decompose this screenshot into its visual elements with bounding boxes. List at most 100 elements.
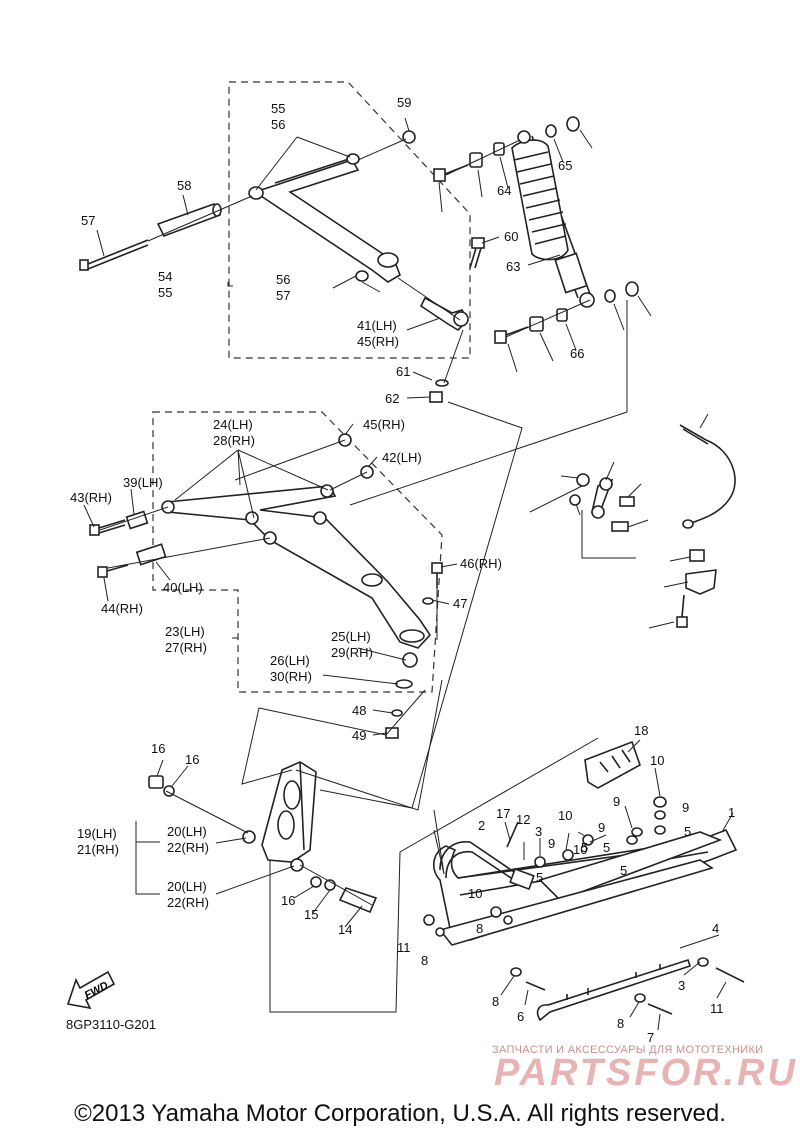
callout-37b: 48 <box>352 703 366 718</box>
callout-42: 56 <box>276 272 290 287</box>
callout-5e: 5 <box>620 863 627 878</box>
callout-labels: 55 56 59 58 57 54 55 56 57 41(LH) 45(RH)… <box>70 95 735 1045</box>
callout-32: 43(RH) <box>70 490 112 505</box>
callout-10c: 10 <box>468 886 482 901</box>
callout-9e: 10 <box>573 842 587 857</box>
callout-7: 7 <box>647 1030 654 1045</box>
nut-52 <box>429 391 443 403</box>
callout-22a: 22(RH) <box>167 840 209 855</box>
callout-51: 61 <box>396 364 410 379</box>
upper-arm-group-box <box>228 81 471 359</box>
callout-3b: 3 <box>678 978 685 993</box>
callout-20b: 20(LH) <box>167 879 207 894</box>
bushing-20b <box>290 858 304 872</box>
callout-10a: 10 <box>650 753 664 768</box>
callout-34: 44(RH) <box>101 601 143 616</box>
wear-plate-18 <box>584 740 641 789</box>
lower-bolt-34 <box>97 543 167 578</box>
callout-49: 59 <box>397 95 411 110</box>
callout-8d: 8 <box>617 1016 624 1031</box>
callout-6: 6 <box>517 1009 524 1024</box>
ski-handle <box>439 841 535 891</box>
washer-51 <box>435 379 449 387</box>
callout-43: 55 <box>158 285 172 300</box>
bolt-50 <box>469 237 485 269</box>
callout-13: 14 <box>338 922 352 937</box>
callout-40: 55 <box>271 101 285 116</box>
lower-arm-group-box <box>152 411 443 693</box>
callout-53: 63 <box>506 259 520 274</box>
callout-20a: 20(LH) <box>167 824 207 839</box>
callout-35a: 45(RH) <box>363 417 405 432</box>
callout-17: 17 <box>496 806 510 821</box>
callout-5b: 5 <box>581 840 588 855</box>
callout-5c: 5 <box>603 840 610 855</box>
callout-54c: 66 <box>570 346 584 361</box>
watermark-tagline: ЗАПЧАСТИ И АКСЕССУАРЫ ДЛЯ МОТОТЕХНИКИ <box>492 1044 764 1056</box>
callout-37a: 47 <box>453 596 467 611</box>
callout-9d: 9 <box>548 836 555 851</box>
upper-arm-bolt <box>79 239 149 271</box>
callout-44: 56 <box>271 117 285 132</box>
washer-37b <box>391 709 403 717</box>
callout-48: 58 <box>177 178 191 193</box>
callout-8a: 8 <box>476 921 483 936</box>
bolt-13 <box>338 887 378 914</box>
upper-arm <box>248 153 401 283</box>
callout-5d: 5 <box>536 870 543 885</box>
nut-42 <box>355 270 369 282</box>
callout-24: 24(LH) <box>213 417 253 432</box>
callout-19: 19(LH) <box>77 826 117 841</box>
callout-33: 40(LH) <box>163 580 203 595</box>
leader-lines <box>83 117 734 1031</box>
callout-8b: 8 <box>421 953 428 968</box>
fwd-arrow-icon: FWD <box>66 970 116 1010</box>
fwd-label: FWD <box>83 980 111 1002</box>
copyright-notice: ©2013 Yamaha Motor Corporation, U.S.A. A… <box>74 1100 726 1127</box>
shock-upper-hardware <box>433 116 580 182</box>
callout-22b: 22(RH) <box>167 895 209 910</box>
callout-14: 15 <box>304 907 318 922</box>
ball-joint-upper <box>419 296 470 332</box>
callout-25: 25(LH) <box>331 629 371 644</box>
callout-54a: 64 <box>497 183 511 198</box>
callout-8c: 8 <box>492 994 499 1009</box>
callout-38: 49 <box>352 728 366 743</box>
bushing-15 <box>148 775 164 789</box>
callout-18: 18 <box>634 723 648 738</box>
callout-29: 29(RH) <box>331 645 373 660</box>
callout-27: 27(RH) <box>165 640 207 655</box>
callout-1: 1 <box>728 805 735 820</box>
callout-41: 41(LH) <box>357 318 397 333</box>
callout-16a: 16 <box>185 752 199 767</box>
washer-16b <box>310 876 322 888</box>
assembly-guide-lines <box>99 138 636 1013</box>
callout-54b: 65 <box>558 158 572 173</box>
callout-35b: 42(LH) <box>382 450 422 465</box>
upper-arm-collar <box>156 203 222 238</box>
callout-5a: 5 <box>684 824 691 839</box>
callout-31: 39(LH) <box>123 475 163 490</box>
callout-28: 28(RH) <box>213 433 255 448</box>
callout-12: 12 <box>516 812 530 827</box>
callout-30: 30(RH) <box>270 669 312 684</box>
callout-16b: 16 <box>281 893 295 908</box>
callout-52: 62 <box>385 391 399 406</box>
callout-47: 57 <box>81 213 95 228</box>
callout-11: 11 <box>710 1001 724 1016</box>
skag-runner <box>536 958 692 1022</box>
bushing-20a <box>242 830 256 844</box>
callout-2: 2 <box>478 818 485 833</box>
washer-37a <box>422 597 434 605</box>
callout-4: 4 <box>712 921 719 936</box>
callout-23: 23(LH) <box>165 624 205 639</box>
ball-joint-lower <box>395 652 418 689</box>
watermark-logo: PARTSFOR.RU <box>494 1052 798 1094</box>
steering-cable <box>676 424 736 628</box>
callout-10b: 10 <box>558 808 572 823</box>
callout-36: 46(RH) <box>460 556 502 571</box>
callout-9a: 9 <box>613 794 620 809</box>
bushing-49 <box>402 130 416 144</box>
